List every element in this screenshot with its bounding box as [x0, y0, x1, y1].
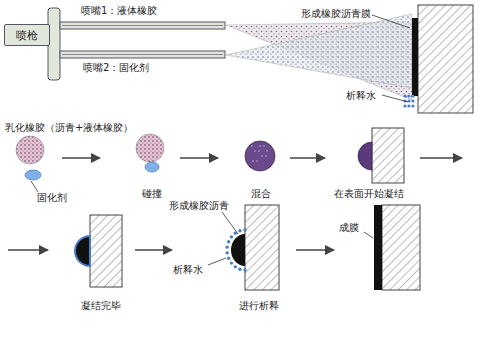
spray-gun-body: 喷枪 [4, 24, 50, 46]
part-label: 成膜 [338, 222, 360, 234]
part-label: 喷嘴2：固化剂 [82, 62, 150, 74]
part-label: 析释水 [345, 90, 377, 102]
part-label: 混合 [250, 188, 272, 200]
part-label: 碰撞 [141, 188, 163, 200]
part-label: 乳化橡胶（沥青+液体橡胶） [4, 122, 134, 134]
part-label: 固化剂 [36, 192, 68, 204]
node-text: 喷枪 [16, 28, 38, 43]
part-label: 在表面开始凝结 [333, 188, 405, 200]
part-label: 形成橡胶沥青 [168, 200, 230, 212]
part-label: 喷嘴1：液体橡胶 [80, 5, 158, 17]
part-label: 凝结完毕 [80, 300, 122, 312]
part-label: 形成橡胶沥青膜 [300, 8, 372, 20]
part-label: 进行析释 [238, 300, 280, 312]
part-label: 析释水 [172, 264, 204, 276]
